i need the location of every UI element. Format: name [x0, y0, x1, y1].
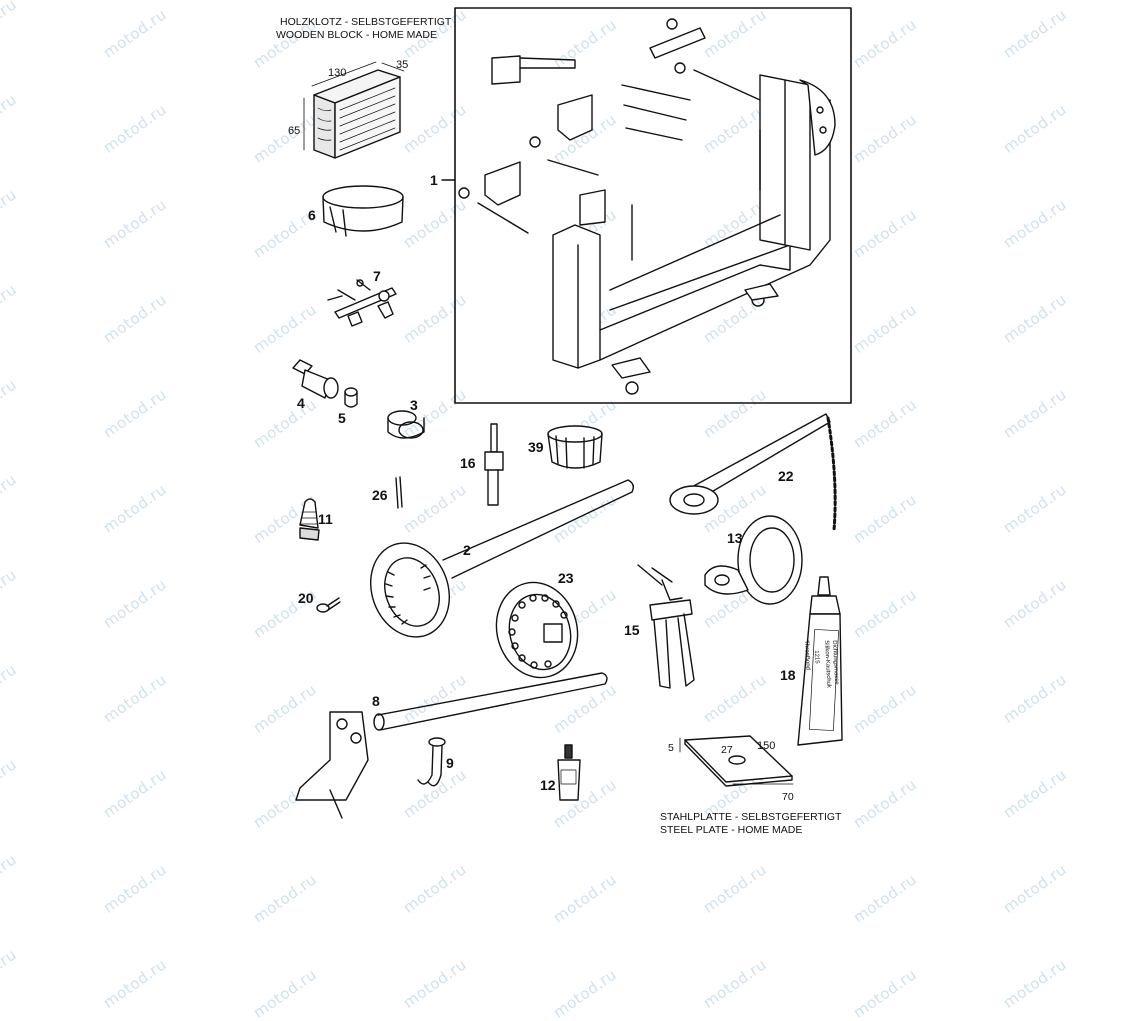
- part-number-4: 4: [297, 395, 305, 411]
- watermark-text: motod.ru: [0, 849, 20, 907]
- watermark-text: motod.ru: [700, 859, 770, 917]
- part-number-22: 22: [778, 468, 794, 484]
- watermark-text: motod.ru: [250, 869, 320, 927]
- wooden-block-title-en: WOODEN BLOCK - HOME MADE: [276, 29, 438, 41]
- steel-plate-title-en: STEEL PLATE - HOME MADE: [660, 824, 803, 836]
- part-number-9: 9: [446, 755, 454, 771]
- part-9-drawing: [417, 737, 446, 787]
- watermark-text: motod.ru: [400, 859, 470, 917]
- screw-20-drawing: [316, 597, 341, 613]
- pin-26-drawing: [395, 476, 403, 509]
- steel-plate-dim-width: 70: [782, 791, 794, 803]
- holder-2-drawing: [369, 479, 635, 638]
- part-number-1: 1: [430, 172, 438, 188]
- bottle-12-drawing: [557, 744, 581, 801]
- part-number-11: 11: [318, 511, 333, 527]
- puller-15-drawing: [637, 564, 695, 689]
- watermark-text: motod.ru: [850, 869, 920, 927]
- watermark-text: motod.ru: [1000, 859, 1070, 917]
- watermark-text: motod.ru: [250, 964, 320, 1021]
- watermark-text: motod.ru: [850, 964, 920, 1021]
- steel-plate-title-de: STAHLPLATTE - SELBSTGEFERTIGT: [660, 811, 842, 823]
- watermark-text: motod.ru: [1000, 954, 1070, 1012]
- watermark-text: motod.ru: [0, 944, 20, 1002]
- part-number-39: 39: [528, 439, 544, 455]
- puller-16-drawing: [484, 423, 504, 506]
- part-number-6: 6: [308, 207, 316, 223]
- part-number-16: 16: [460, 455, 476, 471]
- wooden-block-dim-height: 65: [288, 125, 301, 137]
- watermark-text: motod.ru: [700, 954, 770, 1012]
- bar-8-drawing: [295, 672, 608, 819]
- stand-1-drawing: [458, 18, 836, 395]
- part-number-12: 12: [540, 777, 556, 793]
- part-number-15: 15: [624, 622, 640, 638]
- exploded-diagram: [292, 7, 852, 819]
- part-number-5: 5: [338, 410, 346, 426]
- watermark-text: motod.ru: [550, 964, 620, 1021]
- steel-plate-dim-hole: 27: [721, 744, 733, 756]
- stand-frame-box: [454, 7, 852, 404]
- steel-plate-dim-length: 150: [757, 740, 776, 752]
- part-number-3: 3: [410, 397, 418, 413]
- parts-4-5-3-drawing: [292, 359, 425, 439]
- wooden-block-title-de: HOLZKLOTZ - SELBSTGEFERTIGT: [280, 16, 452, 28]
- part-number-18: 18: [780, 667, 796, 683]
- watermark-text: motod.ru: [100, 859, 170, 917]
- wooden-block-dim-length: 130: [328, 67, 347, 79]
- steel-plate-dim-thickness: 5: [668, 742, 674, 754]
- wooden-block-dim-width: 35: [396, 59, 409, 71]
- watermark-text: motod.ru: [100, 954, 170, 1012]
- chain-wrench-22-drawing: [669, 413, 837, 532]
- tube-line2-label: Dichtungsmasse: [831, 640, 840, 685]
- ring-13-drawing: [704, 515, 803, 605]
- ring-6-drawing: [322, 185, 404, 237]
- part-number-23: 23: [558, 570, 574, 586]
- wooden-block-drawing: [303, 61, 405, 159]
- part-number-20: 20: [298, 590, 314, 606]
- part-number-7: 7: [373, 268, 381, 284]
- watermark-text: motod.ru: [550, 869, 620, 927]
- part-11-drawing: [299, 498, 320, 541]
- holder-23-drawing: [495, 581, 579, 679]
- part-number-13: 13: [727, 530, 743, 546]
- tool-7-drawing: [327, 279, 397, 327]
- part-number-2: 2: [463, 542, 471, 558]
- watermark-text: motod.ru: [400, 954, 470, 1012]
- part-number-8: 8: [372, 693, 380, 709]
- part-number-26: 26: [372, 487, 388, 503]
- steel-plate-drawing: [679, 735, 794, 787]
- tube-18-drawing: [797, 576, 843, 746]
- cup-39-drawing: [547, 425, 603, 469]
